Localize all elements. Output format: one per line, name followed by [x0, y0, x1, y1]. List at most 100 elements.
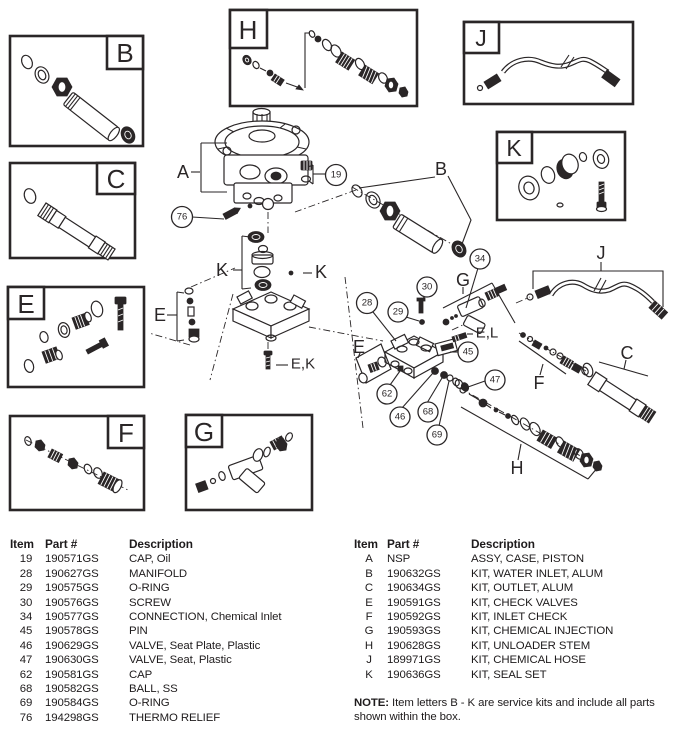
- cell-description: CAP, Oil: [129, 553, 171, 566]
- table-row: 47 190630GS VALVE, Seat, Plastic: [10, 653, 346, 667]
- cell-part-number: 190581GS: [45, 668, 99, 681]
- table-row: 34 190577GS CONNECTION, Chemical Inlet: [10, 610, 346, 624]
- callout-19: 19: [324, 163, 348, 187]
- ref-label-b: B: [435, 159, 447, 179]
- svg-text:62: 62: [382, 389, 393, 400]
- unloader-kit-parts: [242, 30, 409, 98]
- cell-description: BALL, SS: [129, 683, 178, 696]
- cell-description: PIN: [129, 625, 148, 638]
- cell-part-number: 190636GS: [387, 668, 441, 681]
- ref-label-e-left: E: [154, 305, 166, 325]
- table-row: G 190593GS KIT, CHEMICAL INJECTION: [354, 624, 678, 638]
- col-header-item: Item: [10, 537, 34, 551]
- cell-item: J: [366, 654, 372, 667]
- cell-description: KIT, CHEMICAL HOSE: [471, 654, 586, 667]
- cell-item: H: [364, 639, 374, 652]
- cell-description: O-RING: [129, 697, 170, 710]
- cell-part-number: 190577GS: [45, 611, 99, 624]
- table-row: 62 190581GS CAP: [10, 668, 346, 682]
- ref-label-el: E,L: [476, 325, 499, 342]
- cell-part-number: 190629GS: [45, 639, 99, 652]
- kit-box-h-label: H: [239, 15, 258, 45]
- seal-stack: K K: [216, 231, 327, 291]
- col-header-desc: Description: [471, 537, 535, 551]
- manifold-upper: E,K E: [154, 287, 315, 373]
- kit-box-b-label: B: [116, 38, 133, 68]
- table-row: 69 190584GS O-RING: [10, 696, 346, 710]
- service-kit-note: NOTE: Item letters B - K are service kit…: [354, 696, 666, 725]
- cell-description: KIT, INLET CHECK: [471, 611, 568, 624]
- ref-label-f: F: [534, 373, 545, 393]
- chemical-hose-main: J: [526, 243, 669, 320]
- cell-description: THERMO RELIEF: [129, 711, 221, 724]
- cell-part-number: 190584GS: [45, 697, 99, 710]
- pump-case-assembly: A: [177, 107, 325, 220]
- cell-description: KIT, SEAL SET: [471, 668, 547, 681]
- unloader-chain-main: H: [459, 386, 603, 480]
- check-valve-stack: E: [154, 287, 200, 343]
- cell-part-number: 194298GS: [45, 711, 99, 724]
- callout-34: 34: [465, 248, 491, 309]
- kit-box-g: G: [184, 413, 314, 512]
- cell-description: MANIFOLD: [129, 567, 188, 580]
- table-row: 45 190578GS PIN: [10, 624, 346, 638]
- table-row: 19 190571GS CAP, Oil: [10, 552, 346, 566]
- inlet-check-kit-parts: [24, 436, 131, 494]
- cell-description: ASSY, CASE, PISTON: [471, 553, 584, 566]
- ref-label-k-right: K: [315, 262, 327, 282]
- cell-item: F: [365, 611, 373, 624]
- cell-part-number: 190578GS: [45, 625, 99, 638]
- cell-item: 19: [19, 553, 33, 566]
- callout-62: 62: [376, 370, 401, 405]
- table-row: 28 190627GS MANIFOLD: [10, 567, 346, 581]
- kit-box-c-label: C: [107, 164, 126, 194]
- table-row: K 190636GS KIT, SEAL SET: [354, 668, 678, 682]
- parts-table-left: Item Part # Description 19 190571GS CAP,…: [10, 537, 346, 725]
- cell-part-number: 189971GS: [387, 654, 441, 667]
- thermo-relief-screw: [222, 207, 241, 220]
- kit-box-e: E: [6, 285, 146, 389]
- cell-item: 62: [19, 668, 33, 681]
- note-label: NOTE:: [354, 697, 389, 709]
- cell-part-number: 190593GS: [387, 625, 441, 638]
- callouts: 19 76 28 29 30 34 45 46 47 62 68 69: [170, 163, 506, 446]
- cell-part-number: 190591GS: [387, 596, 441, 609]
- cell-item: A: [365, 553, 373, 566]
- table-row: B 190632GS KIT, WATER INLET, ALUM: [354, 567, 678, 581]
- cell-item: 28: [19, 567, 33, 580]
- inlet-check-chain-main: F: [518, 332, 589, 393]
- cell-description: O-RING: [129, 582, 170, 595]
- chemical-injection-area: G E,L: [442, 270, 516, 343]
- cell-item: K: [365, 668, 373, 681]
- callout-46: 46: [389, 372, 434, 428]
- cell-part-number: 190575GS: [45, 582, 99, 595]
- cell-description: CONNECTION, Chemical Inlet: [129, 611, 282, 624]
- outlet-chain-main: C: [582, 343, 657, 424]
- manifold-main: E: [353, 297, 470, 392]
- cell-part-number: 190632GS: [387, 567, 441, 580]
- svg-text:45: 45: [463, 347, 474, 358]
- table-row: 30 190576GS SCREW: [10, 596, 346, 610]
- table-row: 29 190575GS O-RING: [10, 581, 346, 595]
- cell-item: 34: [19, 611, 33, 624]
- table-row: H 190628GS KIT, UNLOADER STEM: [354, 639, 678, 653]
- kit-box-k-label: K: [506, 135, 522, 161]
- cell-description: KIT, CHECK VALVES: [471, 596, 578, 609]
- cell-item: 46: [19, 639, 33, 652]
- svg-text:28: 28: [362, 298, 373, 309]
- ref-label-ek: E,K: [291, 356, 315, 373]
- kit-box-e-label: E: [17, 289, 34, 319]
- parts-table-right: Item Part # Description A NSP ASSY, CASE…: [354, 537, 678, 682]
- note-text: Item letters B - K are service kits and …: [354, 697, 655, 724]
- cell-item: 29: [19, 582, 33, 595]
- check-valve-kit-parts: [23, 296, 127, 373]
- table-row: 46 190629GS VALVE, Seat Plate, Plastic: [10, 639, 346, 653]
- cell-part-number: 190592GS: [387, 611, 441, 624]
- col-header-item: Item: [354, 537, 378, 551]
- callout-76: 76: [170, 205, 225, 229]
- kit-box-f: F: [8, 414, 146, 512]
- svg-text:30: 30: [422, 282, 433, 293]
- cell-description: VALVE, Seat Plate, Plastic: [129, 639, 261, 652]
- cell-item: 47: [19, 654, 33, 667]
- kit-box-c: C: [8, 161, 137, 261]
